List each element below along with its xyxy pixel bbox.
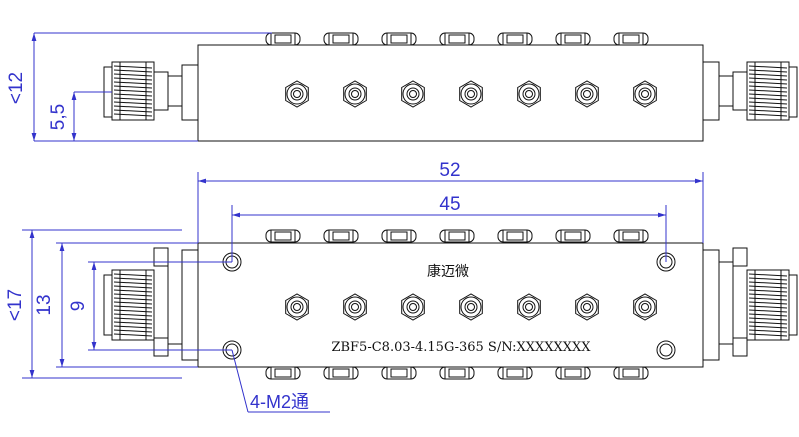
hex-nut-side — [323, 229, 359, 243]
hex-nut-side — [555, 229, 591, 243]
hex-nut-side — [613, 32, 649, 46]
tuning-screw-hex — [459, 293, 483, 321]
hex-nut-side — [381, 366, 417, 380]
tuning-screw-hex — [575, 80, 599, 108]
hex-nut-side — [323, 366, 359, 380]
dim-connector-height: 5,5 — [48, 104, 69, 130]
hex-nut-side — [323, 32, 359, 46]
tuning-screw-hex — [343, 293, 367, 321]
dim-body-height: 13 — [34, 294, 55, 315]
hex-nut-side — [265, 32, 301, 46]
tuning-screw-hex — [575, 293, 599, 321]
tuning-screw-hex — [285, 80, 309, 108]
dim-height-total-bottom: <17 — [5, 289, 26, 321]
left-sma-connector-bottom — [103, 247, 183, 357]
left-sma-connector — [103, 61, 183, 121]
tuning-screw-hex — [285, 293, 309, 321]
tuning-screws-bottom — [285, 293, 657, 321]
tuning-screw-hex — [343, 80, 367, 108]
tuning-screw-hex — [633, 80, 657, 108]
hex-nut-side — [497, 229, 533, 243]
callout-mounting-holes: 4-M2通 — [250, 392, 309, 412]
dim-height-total-top: <12 — [6, 72, 27, 104]
bottom-view-tuning-nuts — [265, 229, 649, 380]
hex-nut-side — [265, 229, 301, 243]
tuning-screw-hex — [401, 293, 425, 321]
tuning-screw-hex — [517, 293, 541, 321]
hex-nut-side — [439, 229, 475, 243]
left-flange — [181, 64, 199, 121]
model-label: ZBF5-C8.03-4.15G-365 S/N:XXXXXXXX — [331, 340, 591, 355]
tuning-screw-hex — [517, 80, 541, 108]
bottom-view-body — [197, 242, 704, 368]
top-view-body — [197, 44, 704, 142]
hex-nut-side — [381, 229, 417, 243]
hex-nut-side — [497, 366, 533, 380]
top-edge-tuning-nuts — [265, 32, 649, 46]
hex-nut-side — [381, 32, 417, 46]
dim-hole-spacing-x: 45 — [439, 194, 460, 215]
hex-nut-side — [265, 366, 301, 380]
right-flange — [702, 61, 720, 121]
tuning-screws — [285, 80, 657, 108]
dim-hole-spacing-y: 9 — [68, 301, 89, 312]
tuning-screw-hex — [401, 80, 425, 108]
right-sma-connector — [718, 61, 798, 121]
right-sma-connector-bottom — [718, 247, 798, 357]
hex-nut-side — [439, 32, 475, 46]
tuning-screw-hex — [633, 293, 657, 321]
left-flange-bottom — [181, 249, 199, 361]
brand-label: 康迈微 — [427, 263, 469, 280]
right-flange-bottom — [702, 249, 720, 361]
hex-nut-side — [613, 229, 649, 243]
hex-nut-side — [439, 366, 475, 380]
hex-nut-side — [555, 366, 591, 380]
hex-nut-side — [613, 366, 649, 380]
bottom-view: 康迈微 ZBF5-C8.03-4.15G-365 S/N:XXXXXXXX 52… — [5, 160, 798, 413]
top-view: <12 5,5 — [6, 32, 798, 142]
hex-nut-side — [555, 32, 591, 46]
tuning-screw-hex — [459, 80, 483, 108]
hex-nut-side — [497, 32, 533, 46]
dim-length-total: 52 — [439, 160, 460, 181]
